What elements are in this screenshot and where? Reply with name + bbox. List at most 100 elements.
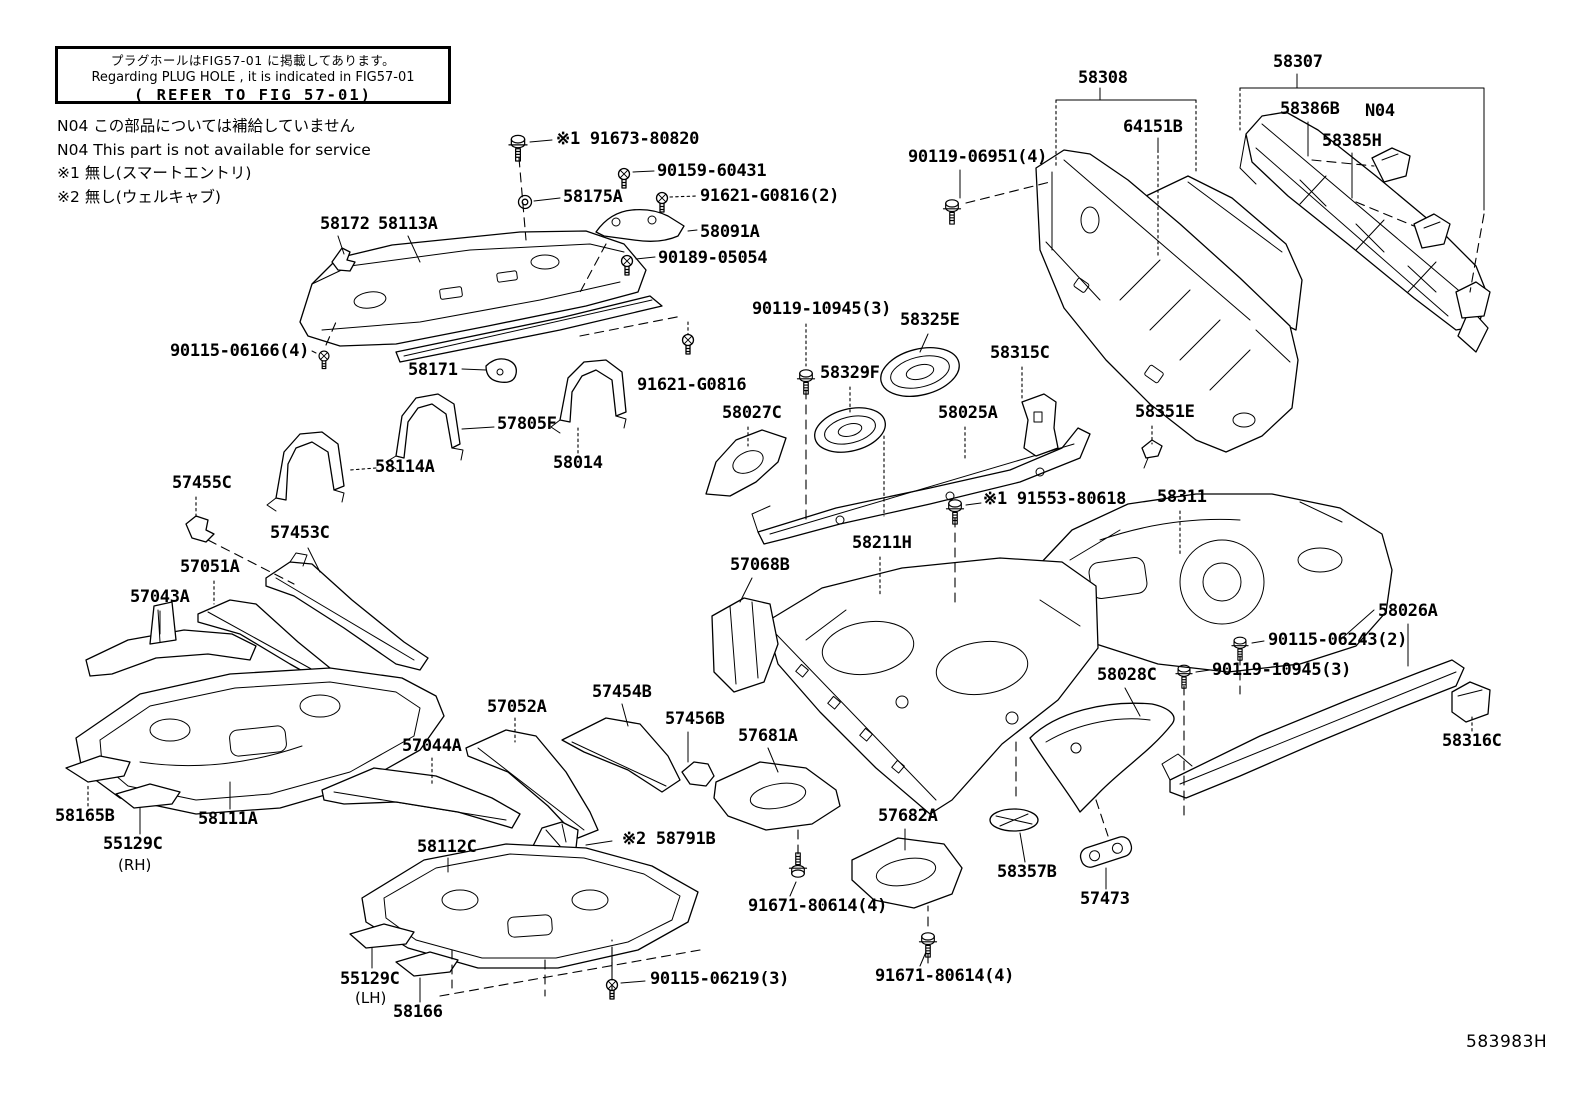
part-sketch-58091A (595, 208, 685, 242)
part-label-57682a: 57682A (878, 806, 938, 826)
part-sketch-55129C-lh (349, 923, 415, 949)
part-sketch-58166 (395, 951, 459, 977)
part-label-57454b: 57454B (592, 682, 652, 702)
part-label-58113a: 58113A (378, 214, 438, 234)
part-label-58325e: 58325E (900, 310, 960, 330)
part-label-19155380618: ※1 91553-80618 (983, 489, 1127, 509)
part-label-58311: 58311 (1157, 487, 1207, 507)
part-label-57044a: 57044A (402, 736, 462, 756)
part-sketch-58172 (331, 247, 356, 272)
part-label-58357b: 58357B (997, 862, 1057, 882)
note-n04-jp: N04 この部品については補給していません (57, 117, 356, 135)
note-box-line-jp: プラグホールはFIG57-01 に掲載してあります。 (110, 53, 396, 68)
part-label-57068b: 57068B (730, 555, 790, 575)
part-sketch-58028C (1029, 702, 1175, 813)
part-sketch-57805F (385, 393, 464, 470)
part-label-lh: (LH) (355, 989, 387, 1007)
part-label-58329f: 58329F (820, 363, 880, 383)
part-label-58166: 58166 (393, 1002, 443, 1022)
part-sketch-55129C-rh (115, 783, 181, 809)
part-sketch-n04-bracket (1455, 281, 1491, 319)
part-label-58027c: 58027C (722, 403, 782, 423)
part-sketch-58385H (1413, 213, 1451, 249)
part-sketch-58027C (705, 429, 787, 497)
part-sketch-58315C (1021, 393, 1059, 457)
part-label-55129c: 55129C (103, 834, 163, 854)
part-label-57473: 57473 (1080, 889, 1130, 909)
part-sketch-58325E (880, 347, 960, 397)
part-sketch-57454B (561, 717, 681, 793)
part-label-57805f: 57805F (497, 414, 557, 434)
part-label-58026a: 58026A (1378, 601, 1438, 621)
part-label-58175a: 58175A (563, 187, 623, 207)
part-label-9015960431: 90159-60431 (657, 161, 767, 181)
part-label-58172: 58172 (320, 214, 370, 234)
part-sketch-58171 (485, 358, 517, 383)
part-label-58211h: 58211H (852, 533, 912, 553)
part-sketch-57068B (711, 597, 779, 693)
part-sketch-57052A (465, 729, 599, 839)
part-label-57043a: 57043A (130, 587, 190, 607)
part-label-57052a: 57052A (487, 697, 547, 717)
part-sketch-58113A (299, 230, 663, 363)
part-sketch-57456B (681, 761, 715, 787)
part-sketch-58112C (361, 843, 699, 969)
part-label-91671806144: 91671-80614(4) (748, 896, 888, 916)
dashed-lines (207, 157, 1485, 997)
part-label-90119069514: 90119-06951(4) (908, 147, 1048, 167)
part-label-58171: 58171 (408, 360, 458, 380)
part-label-90119109453: 90119-10945(3) (752, 299, 892, 319)
notes-block: N04 この部品については補給していません N04 This part is n… (57, 115, 371, 209)
part-label-58111a: 58111A (198, 809, 258, 829)
part-label-19167380820: ※1 91673-80820 (556, 129, 700, 149)
part-label-58091a: 58091A (700, 222, 760, 242)
part-label-58351e: 58351E (1135, 402, 1195, 422)
part-label-58114a: 58114A (375, 457, 435, 477)
part-sketch-58014 (550, 359, 627, 434)
part-sketch-58311 (1037, 493, 1393, 673)
part-label-58025a: 58025A (938, 403, 998, 423)
part-sketch-57455C (185, 515, 215, 543)
part-sketch-58308 (1035, 149, 1299, 453)
dotted-leaders (87, 87, 1473, 807)
part-sketch-58329F (814, 407, 886, 453)
part-label-58315c: 58315C (990, 343, 1050, 363)
part-sketch-57044A (321, 767, 521, 829)
part-label-57456b: 57456B (665, 709, 725, 729)
part-label-58307: 58307 (1273, 52, 1323, 72)
part-sketch-58211H (765, 557, 1099, 815)
part-sketch-58357B (989, 808, 1039, 832)
part-label-57681a: 57681A (738, 726, 798, 746)
part-sketch-58386B (1371, 147, 1411, 183)
part-label-58028c: 58028C (1097, 665, 1157, 685)
part-label-rh: (RH) (118, 856, 152, 874)
part-label-58112c: 58112C (417, 837, 477, 857)
note-asterisk2: ※2 無し(ウェルキャブ) (57, 187, 221, 206)
part-sketch-58165B (65, 755, 131, 783)
note-box-line-refer: ( REFER TO FIG 57-01) (134, 86, 372, 104)
part-sketch-58316C (1451, 681, 1491, 723)
part-label-91621g0816: 91621-G0816 (637, 375, 747, 395)
part-sketch-57453C (265, 552, 429, 671)
part-label-57453c: 57453C (270, 523, 330, 543)
part-sketch-58026A (1161, 659, 1465, 799)
part-label-91621g08162: 91621-G0816(2) (700, 186, 840, 206)
part-label-9018905054: 90189-05054 (658, 248, 768, 268)
leader-lines (139, 73, 1485, 1003)
part-label-58014: 58014 (553, 453, 603, 473)
part-sketch-58025A (751, 427, 1091, 545)
part-sketch-58114A (266, 431, 345, 512)
note-box-line-en: Regarding PLUG HOLE , it is indicated in… (91, 70, 415, 85)
part-label-55129c: 55129C (340, 969, 400, 989)
part-label-90115062432: 90115-06243(2) (1268, 630, 1408, 650)
part-label-258791b: ※2 58791B (622, 829, 716, 849)
note-asterisk1: ※1 無し(スマートエントリ) (57, 164, 252, 182)
part-label-58308: 58308 (1078, 68, 1128, 88)
part-label-58386b: 58386B (1280, 99, 1340, 119)
part-sketch-57682A (851, 837, 963, 909)
part-label-90115061664: 90115-06166(4) (170, 341, 310, 361)
part-label-58165b: 58165B (55, 806, 115, 826)
part-label-57455c: 57455C (172, 473, 232, 493)
